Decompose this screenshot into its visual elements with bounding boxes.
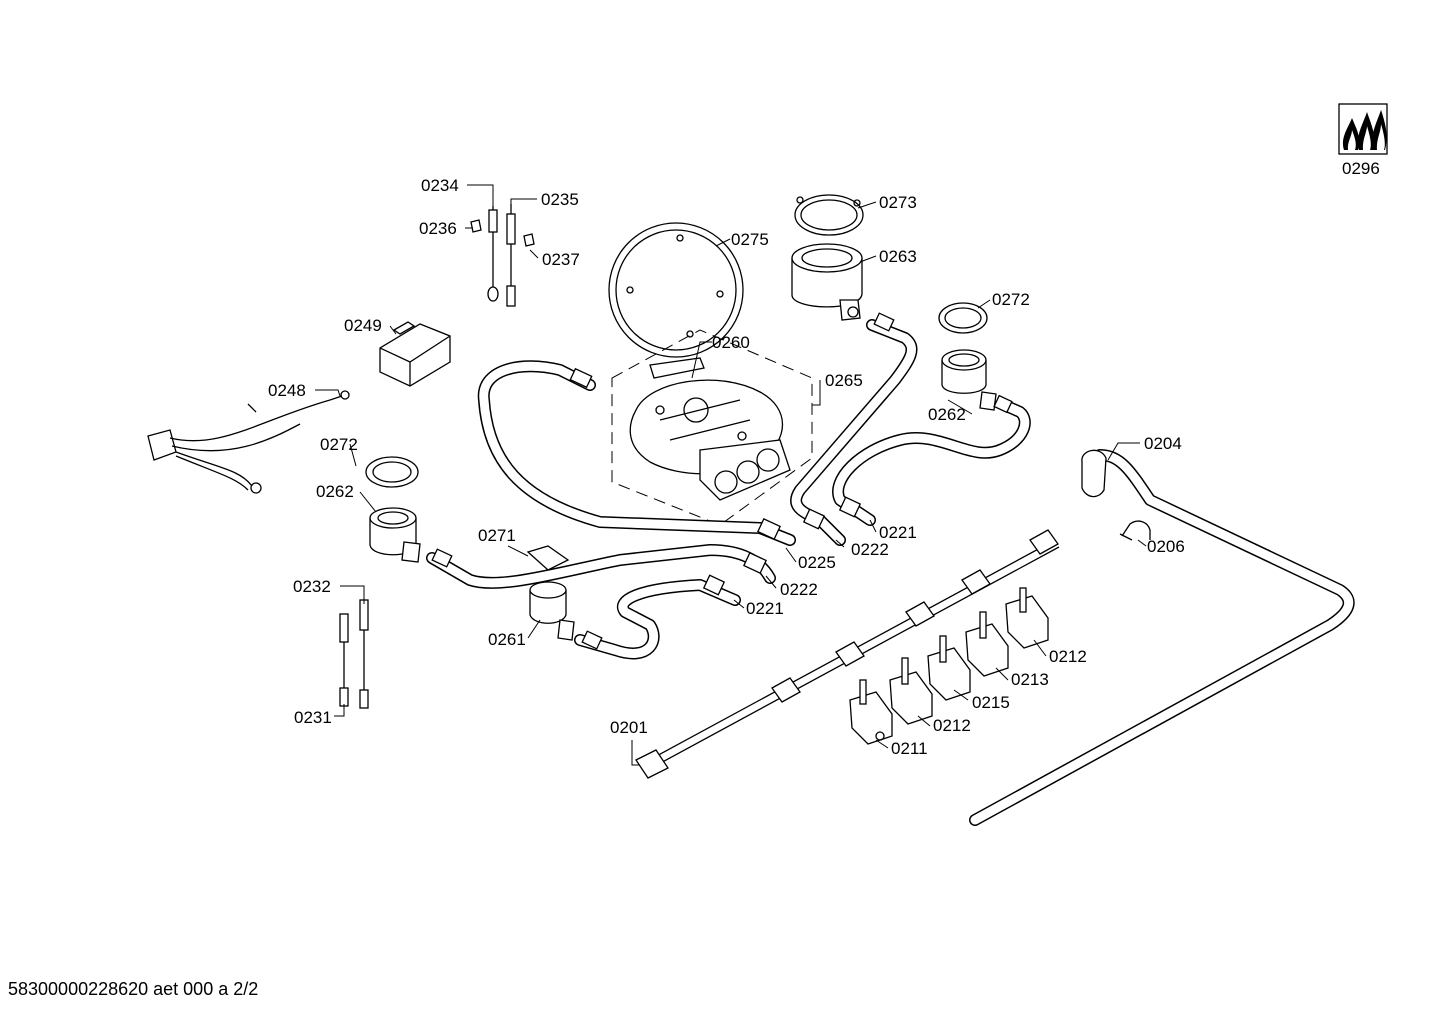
burner-base-assembly <box>611 329 813 526</box>
gas-valves <box>849 587 1049 745</box>
label-0222-top: 0222 <box>851 540 889 559</box>
label-0212-right: 0212 <box>1049 647 1087 666</box>
part-labels: 0296 0234 0235 0236 0237 0273 0275 0263 … <box>268 159 1380 758</box>
label-0273: 0273 <box>879 193 917 212</box>
label-0222-bottom: 0222 <box>780 580 818 599</box>
label-0263: 0263 <box>879 247 917 266</box>
burner-cup-left <box>365 456 421 563</box>
ignition-electrodes-top <box>470 204 535 307</box>
label-0206: 0206 <box>1147 537 1185 556</box>
label-0262-left: 0262 <box>316 482 354 501</box>
label-0204: 0204 <box>1144 434 1182 453</box>
pipe-clip <box>1119 520 1151 541</box>
label-0249: 0249 <box>344 316 382 335</box>
label-0261: 0261 <box>488 630 526 649</box>
label-0260: 0260 <box>712 333 750 352</box>
label-0213: 0213 <box>1011 670 1049 689</box>
burner-cup-large <box>791 194 864 321</box>
label-0272-right: 0272 <box>992 290 1030 309</box>
label-0271: 0271 <box>478 526 516 545</box>
label-0221-bottom: 0221 <box>746 599 784 618</box>
ignition-electrodes-bottom <box>339 599 369 709</box>
label-0225: 0225 <box>798 553 836 572</box>
leader-lines <box>315 184 1147 766</box>
label-0212-left: 0212 <box>933 716 971 735</box>
label-0265: 0265 <box>825 371 863 390</box>
label-0262-right: 0262 <box>928 405 966 424</box>
label-0235: 0235 <box>541 190 579 209</box>
label-0248: 0248 <box>268 381 306 400</box>
document-reference: 58300000228620 aet 000 a 2/2 <box>8 979 259 999</box>
label-0237: 0237 <box>542 250 580 269</box>
gasket-ring <box>608 222 744 358</box>
label-0236: 0236 <box>419 219 457 238</box>
ignition-wire-rail <box>635 529 1060 779</box>
burner-cup-small <box>526 545 575 641</box>
ignition-module <box>379 321 451 387</box>
label-0272-left: 0272 <box>320 435 358 454</box>
label-0232: 0232 <box>293 577 331 596</box>
pipe-fittings <box>431 312 1013 650</box>
label-0231: 0231 <box>294 708 332 727</box>
label-0221-top: 0221 <box>879 523 917 542</box>
burner-cup-right <box>938 302 997 411</box>
label-0211: 0211 <box>891 739 928 758</box>
gas-pipes <box>426 319 1355 826</box>
label-0215: 0215 <box>972 693 1010 712</box>
label-0275: 0275 <box>731 230 769 249</box>
gas-flame-symbol-icon <box>1338 103 1388 155</box>
label-0201: 0201 <box>610 718 648 737</box>
wiring-harness <box>147 390 350 494</box>
label-0296: 0296 <box>1342 159 1380 178</box>
label-0234: 0234 <box>421 176 459 195</box>
